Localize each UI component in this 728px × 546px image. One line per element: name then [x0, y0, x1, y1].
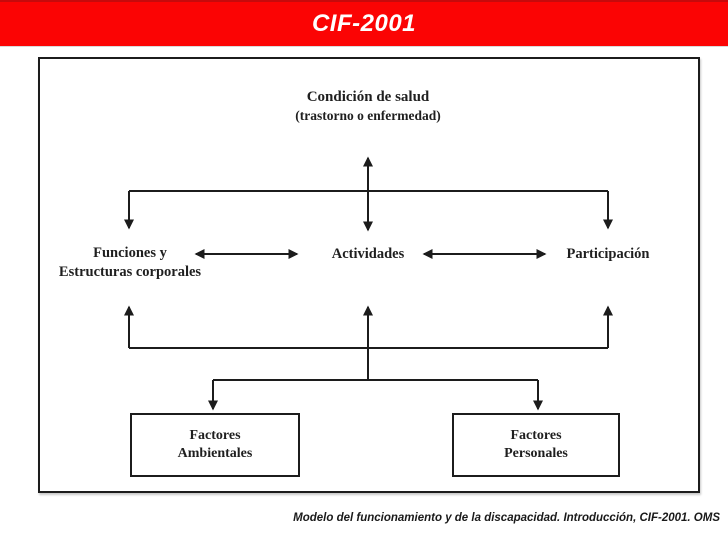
- node-participation: Participación: [545, 245, 671, 264]
- node-body-functions: Funciones y Estructuras corporales: [30, 244, 230, 282]
- node-personal-factors: Factores Personales: [452, 413, 620, 477]
- body-functions-line2: Estructuras corporales: [58, 264, 202, 280]
- slide-header: CIF-2001: [0, 0, 728, 46]
- health-condition-line2: (trastorno o enfermedad): [295, 108, 441, 123]
- slide-title: CIF-2001: [311, 10, 417, 37]
- personal-factors-line1: Factores: [510, 428, 562, 443]
- footer-caption: Modelo del funcionamiento y de la discap…: [293, 512, 720, 524]
- node-environmental-factors: Factores Ambientales: [130, 413, 300, 477]
- participation-label: Participación: [566, 246, 650, 262]
- node-activities: Actividades: [318, 245, 418, 264]
- health-condition-line1: Condición de salud: [306, 89, 430, 105]
- environmental-factors-line1: Factores: [189, 428, 241, 443]
- body-functions-line1: Funciones y: [93, 245, 167, 261]
- environmental-factors-line2: Ambientales: [177, 446, 253, 461]
- node-health-condition: Condición de salud (trastorno o enfermed…: [238, 88, 498, 124]
- personal-factors-line2: Personales: [504, 446, 568, 461]
- activities-label: Actividades: [331, 246, 405, 262]
